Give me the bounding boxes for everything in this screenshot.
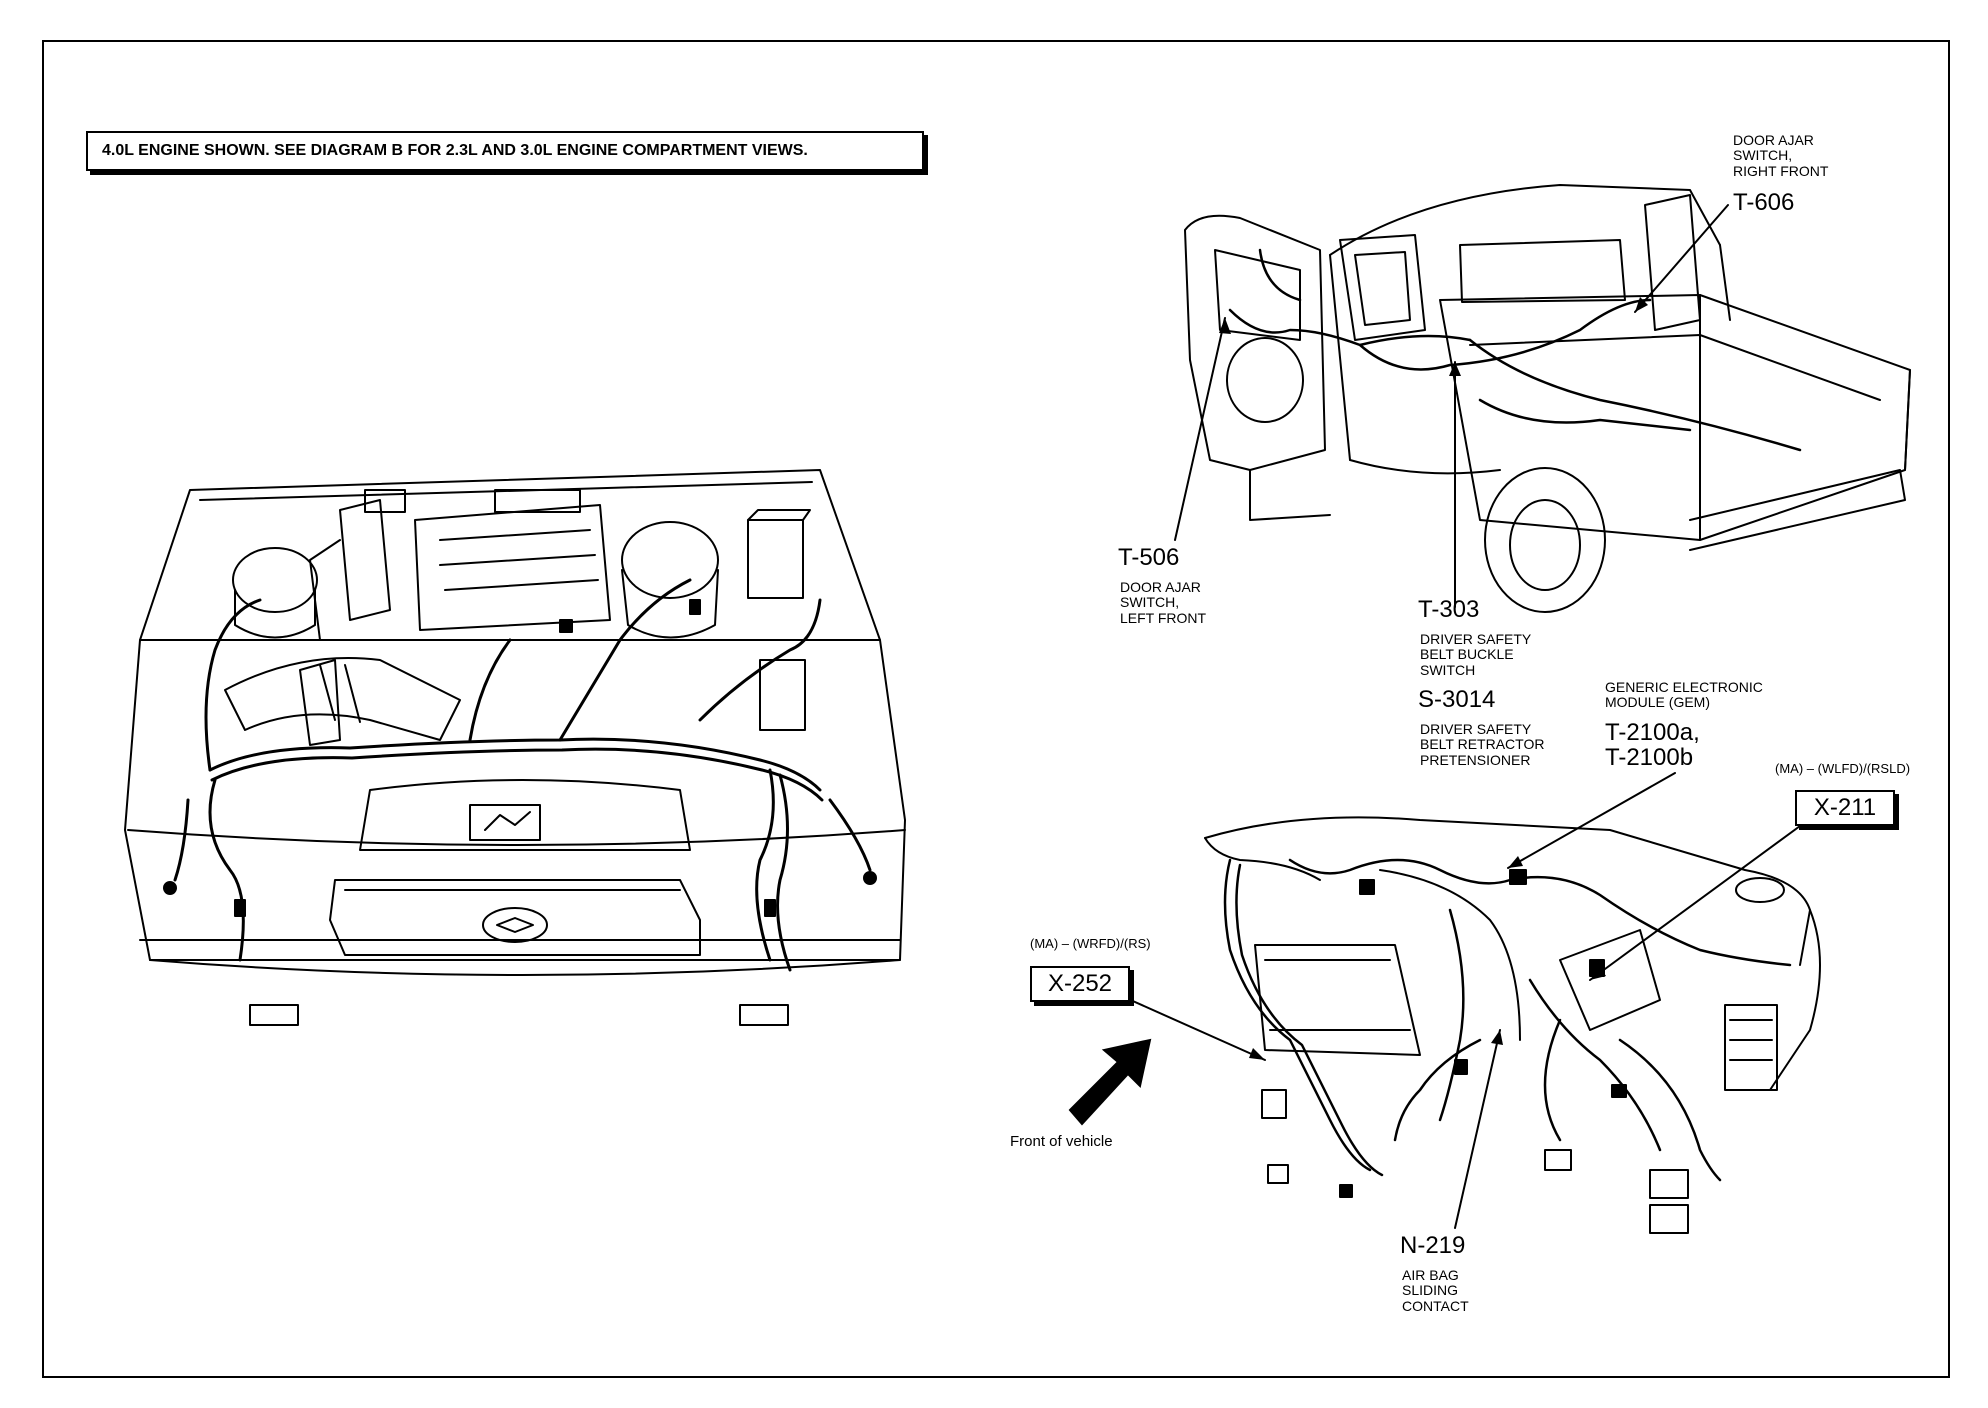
leader-arrowheads (1219, 297, 1648, 1060)
panel-connectors (1339, 869, 1627, 1198)
front-of-vehicle-label: Front of vehicle (1010, 1133, 1113, 1150)
leader-lines (1125, 204, 1816, 1229)
x252-code: X-252 (1047, 970, 1113, 997)
x211-box: X-211 (1795, 790, 1895, 826)
engine-note-text: 4.0L ENGINE SHOWN. SEE DIAGRAM B FOR 2.3… (102, 142, 808, 159)
t606-code: T-606 (1733, 189, 1795, 216)
t303-code: T-303 (1418, 596, 1480, 623)
engine-harness (173, 578, 872, 972)
gem-codes: T-2100a, T-2100b (1605, 719, 1700, 772)
x252-qualifier: (MA) – (WRFD)/(RS) (1030, 936, 1151, 951)
t303-description: DRIVER SAFETY BELT BUCKLE SWITCH (1420, 631, 1532, 678)
pickup-truck-illustration (1184, 184, 1911, 613)
front-arrow-icon (1068, 1038, 1152, 1126)
t506-code: T-506 (1118, 544, 1180, 571)
t506-description: DOOR AJAR SWITCH, LEFT FRONT (1120, 579, 1207, 626)
panel-harness (1223, 858, 1792, 1182)
instrument-panel-illustration (1204, 816, 1821, 1234)
x211-qualifier: (MA) – (WLFD)/(RSLD) (1775, 761, 1911, 776)
truck-harness (1228, 248, 1802, 452)
engine-note-box: 4.0L ENGINE SHOWN. SEE DIAGRAM B FOR 2.3… (86, 131, 924, 171)
diagram-frame (42, 40, 1950, 1378)
x211-code: X-211 (1813, 794, 1877, 821)
x252-box: X-252 (1030, 966, 1130, 1002)
n219-code: N-219 (1400, 1232, 1466, 1259)
s3014-description: DRIVER SAFETY BELT RETRACTOR PRETENSIONE… (1420, 721, 1545, 768)
s3014-code: S-3014 (1418, 686, 1496, 713)
t606-description: DOOR AJAR SWITCH, RIGHT FRONT (1733, 132, 1829, 179)
gem-description: GENERIC ELECTRONIC MODULE (GEM) (1605, 679, 1763, 711)
engine-compartment-illustration (124, 469, 906, 1026)
n219-description: AIR BAG SLIDING CONTACT (1402, 1267, 1469, 1314)
engine-connectors (163, 599, 877, 917)
